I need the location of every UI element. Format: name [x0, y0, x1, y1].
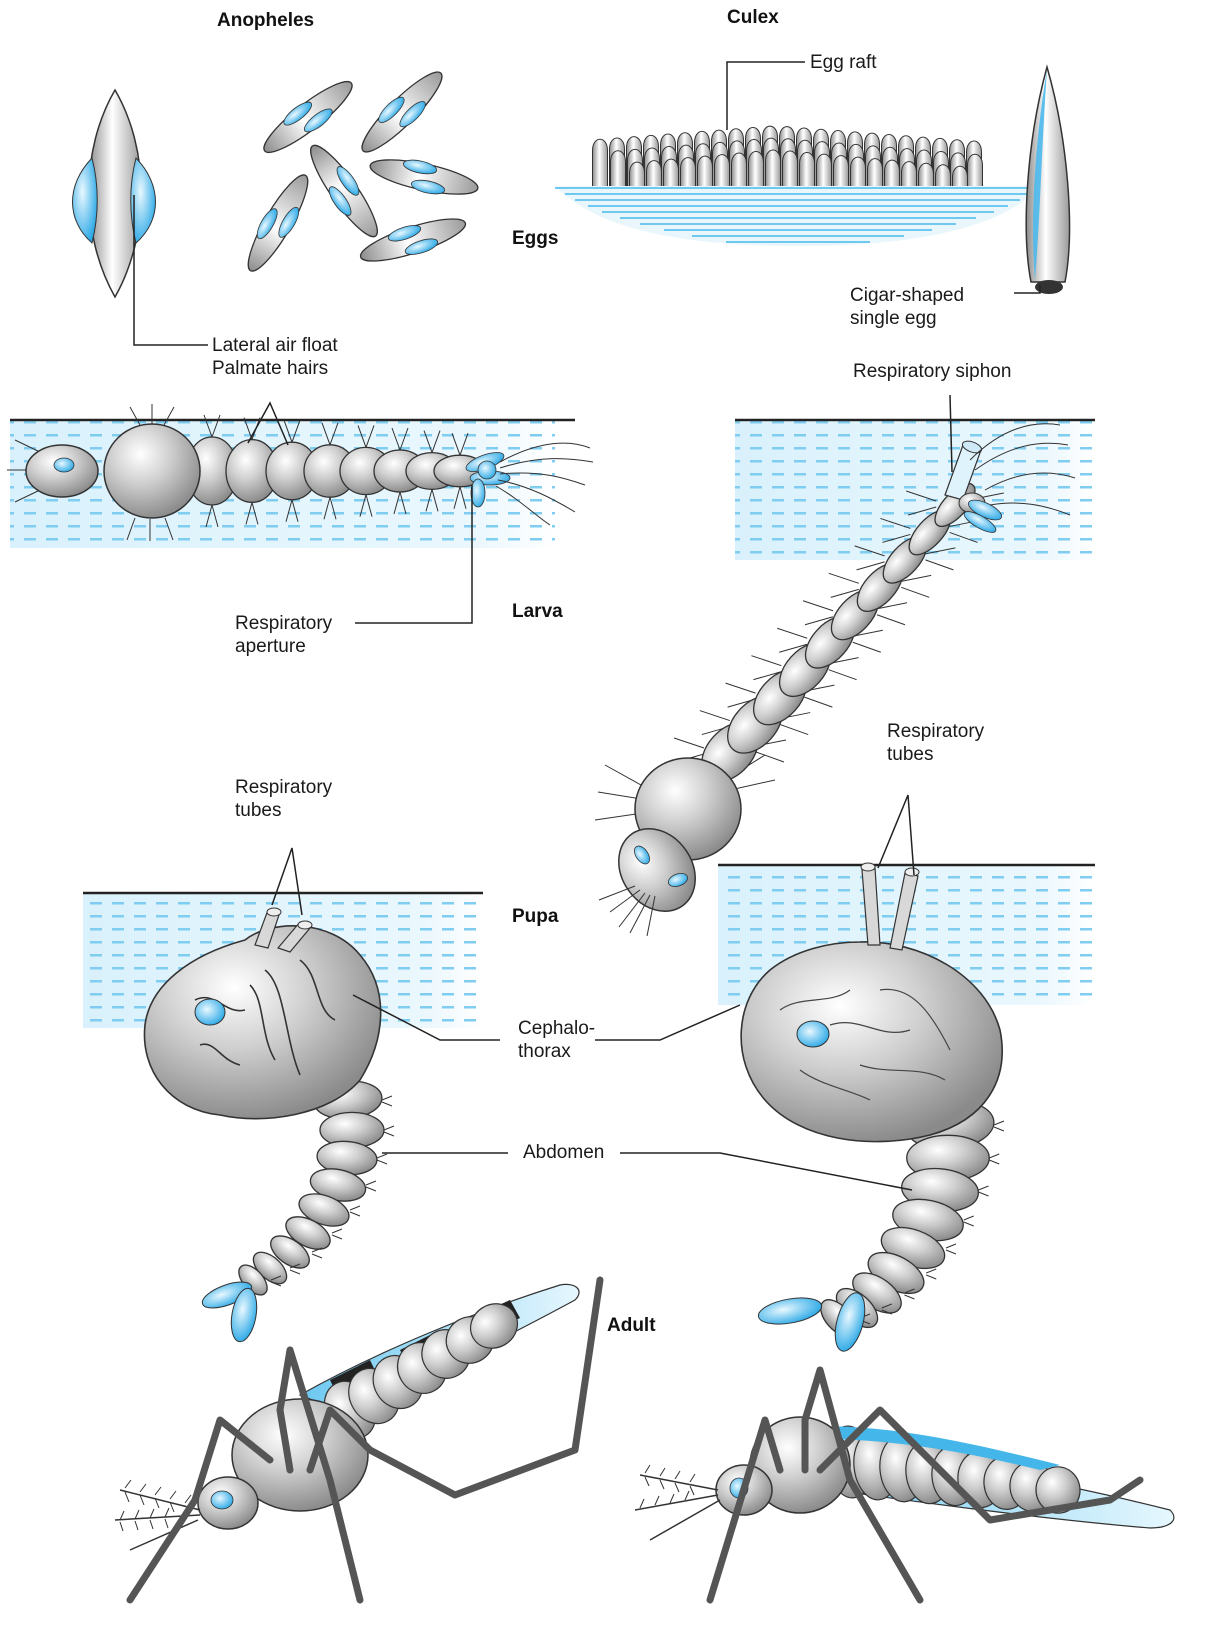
culex-egg-raft — [555, 126, 1040, 246]
leader-cephalothorax-right — [595, 1005, 740, 1040]
raft-egg — [749, 152, 764, 192]
culex-adult — [635, 1370, 1174, 1600]
label-egg-raft: Egg raft — [810, 51, 877, 74]
label-respiratory-siphon: Respiratory siphon — [853, 360, 1011, 383]
heading-larva: Larva — [512, 601, 563, 623]
label-respiratory-tubes-left: Respiratory tubes — [235, 776, 332, 822]
label-cephalothorax: Cephalo- thorax — [518, 1017, 595, 1063]
raft-egg — [593, 139, 608, 192]
label-palmate-hairs: Palmate hairs — [212, 357, 328, 380]
label-resp-tubes-left-line2: tubes — [235, 799, 332, 822]
anopheles-single-egg — [73, 90, 156, 297]
label-resp-tubes-left-line1: Respiratory — [235, 776, 332, 799]
label-abdomen: Abdomen — [523, 1141, 604, 1164]
anopheles-pupa — [144, 908, 394, 1344]
raft-egg — [766, 150, 781, 192]
label-resp-tubes-right-line1: Respiratory — [887, 720, 984, 743]
heading-pupa: Pupa — [512, 906, 558, 928]
leader-resp-tubes-right — [878, 795, 914, 875]
raft-water — [555, 186, 1040, 246]
raft-egg — [611, 151, 626, 192]
label-resp-aperture-line1: Respiratory — [235, 612, 332, 635]
leader-abdomen-right — [620, 1153, 912, 1190]
label-cephalothorax-line2: thorax — [518, 1040, 595, 1063]
label-cigar-shaped-single-egg: Cigar-shaped single egg — [850, 284, 964, 330]
leader-egg-raft — [727, 62, 805, 130]
label-respiratory-aperture: Respiratory aperture — [235, 612, 332, 658]
heading-culex: Culex — [727, 7, 779, 29]
label-resp-tubes-right-line2: tubes — [887, 743, 984, 766]
label-resp-aperture-line2: aperture — [235, 635, 332, 658]
heading-anopheles: Anopheles — [217, 10, 314, 32]
heading-eggs: Eggs — [512, 228, 558, 250]
label-cigar-line1: Cigar-shaped — [850, 284, 964, 307]
label-lateral-air-float: Lateral air float — [212, 334, 338, 357]
label-cephalothorax-line1: Cephalo- — [518, 1017, 595, 1040]
culex-cigar-egg — [1026, 67, 1069, 294]
raft-egg — [783, 151, 798, 192]
label-respiratory-tubes-right: Respiratory tubes — [887, 720, 984, 766]
heading-adult: Adult — [607, 1315, 656, 1337]
anopheles-egg-cluster — [238, 63, 481, 279]
label-cigar-line2: single egg — [850, 307, 964, 330]
anopheles-adult — [115, 1280, 600, 1600]
